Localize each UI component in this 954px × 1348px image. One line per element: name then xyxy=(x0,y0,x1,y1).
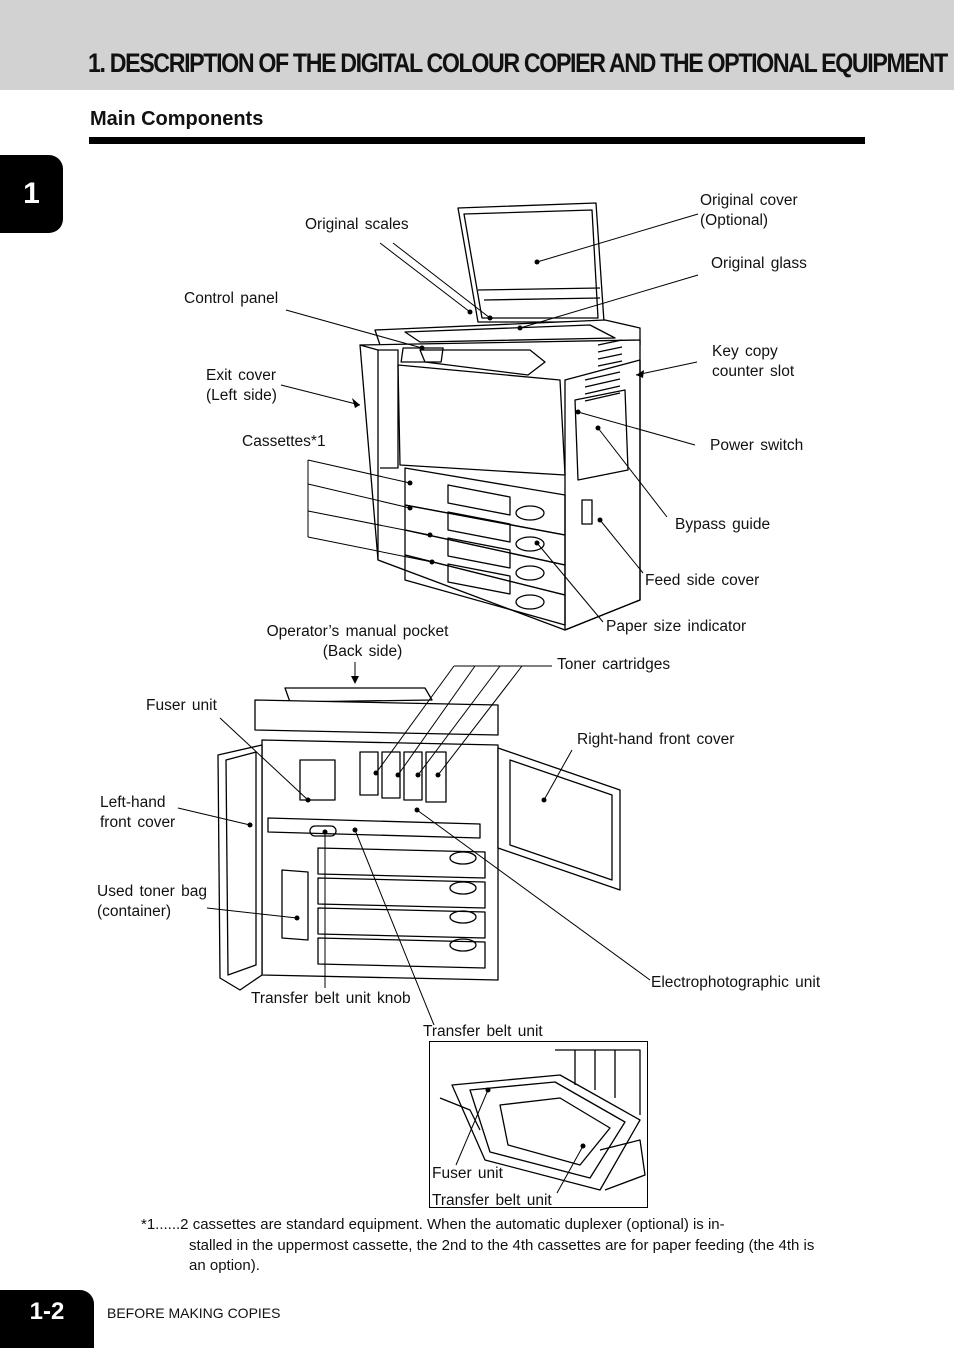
label-manual-pocket-line1: Operator’s manual pocket xyxy=(266,623,449,640)
label-exit-cover-line1: Exit cover xyxy=(206,367,277,384)
label-original-cover-line2: (Optional) xyxy=(700,212,769,229)
footer-chapter-name: BEFORE MAKING COPIES xyxy=(107,1305,281,1321)
label-toner-cartridges: Toner cartridges xyxy=(557,656,671,673)
page-title: 1. DESCRIPTION OF THE DIGITAL COLOUR COP… xyxy=(88,48,948,78)
label-control-panel: Control panel xyxy=(184,290,279,307)
page-number: 1-2 xyxy=(29,1298,65,1325)
label-used-toner-line1: Used toner bag xyxy=(97,883,207,900)
upper-leader-dots xyxy=(352,259,644,565)
label-right-front-cover: Right-hand front cover xyxy=(577,731,735,748)
label-paper-size-indicator: Paper size indicator xyxy=(606,618,747,635)
label-original-scales: Original scales xyxy=(305,216,409,233)
label-cassettes: Cassettes*1 xyxy=(242,433,326,450)
footnote-rest: stalled in the uppermost cassette, the 2… xyxy=(189,1236,815,1275)
section-rule xyxy=(89,137,865,144)
label-transfer-belt-knob: Transfer belt unit knob xyxy=(251,990,411,1007)
label-feed-side-cover: Feed side cover xyxy=(645,572,760,589)
inset-frame xyxy=(429,1041,648,1208)
copier-lower-drawing xyxy=(217,687,621,991)
inset-leader-lines xyxy=(455,1089,584,1194)
label-left-front-cover-line1: Left-hand xyxy=(100,794,166,811)
header-band xyxy=(0,0,954,90)
footnote-line1: *1......2 cassettes are standard equipme… xyxy=(141,1216,725,1233)
label-bypass-guide: Bypass guide xyxy=(675,516,771,533)
label-exit-cover-line2: (Left side) xyxy=(206,387,277,404)
label-left-front-cover-line2: front cover xyxy=(100,814,176,831)
label-key-copy-line2: counter slot xyxy=(712,363,795,380)
inset-label-transfer-belt-unit: Transfer belt unit xyxy=(432,1192,552,1209)
label-used-toner-line2: (container) xyxy=(97,903,172,920)
label-electrophotographic-unit: Electrophotographic unit xyxy=(651,974,821,991)
lower-leader-dots xyxy=(247,676,547,921)
label-fuser-unit: Fuser unit xyxy=(146,697,217,714)
label-original-cover-line1: Original cover xyxy=(700,192,798,209)
label-key-copy-line1: Key copy xyxy=(712,343,778,360)
label-transfer-belt-unit: Transfer belt unit xyxy=(423,1023,543,1040)
chapter-tab[interactable]: 1 xyxy=(0,155,63,233)
label-manual-pocket-line2: (Back side) xyxy=(322,643,403,660)
label-power-switch: Power switch xyxy=(710,437,804,454)
label-original-glass: Original glass xyxy=(711,255,807,272)
inset-label-fuser-unit: Fuser unit xyxy=(432,1165,503,1182)
footer-page-tab: 1-2 xyxy=(0,1290,94,1348)
copier-upper-drawing xyxy=(359,202,641,631)
lower-leader-lines xyxy=(177,662,651,1026)
inset-transfer-belt-drawing xyxy=(439,1049,646,1191)
chapter-number: 1 xyxy=(23,177,40,210)
section-title: Main Components xyxy=(90,108,264,130)
footnote: *1......2 cassettes are standard equipme… xyxy=(141,1215,825,1277)
upper-leader-lines xyxy=(280,213,699,623)
